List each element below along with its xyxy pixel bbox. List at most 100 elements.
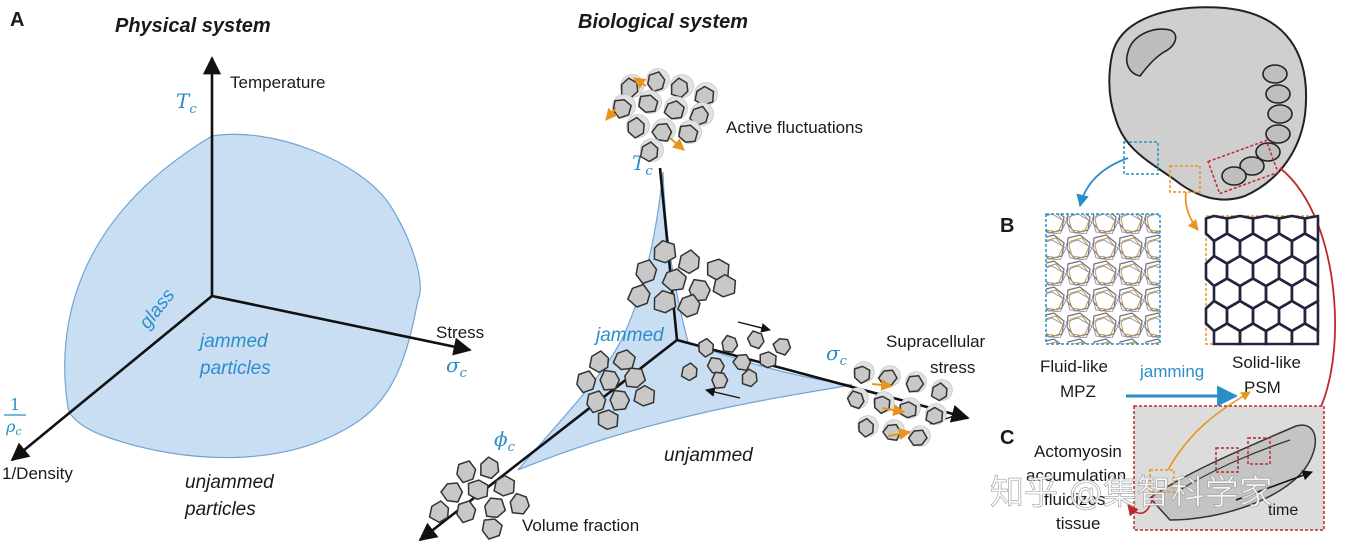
bio-jammed-label: jammed: [593, 325, 665, 346]
solid-like-mesh: [1204, 214, 1320, 346]
mpz-box: [1123, 141, 1159, 175]
flow-arrow-lower: [705, 387, 741, 399]
cell: [609, 389, 631, 411]
cell: [846, 390, 865, 410]
embryo-head: [1125, 28, 1177, 77]
unjammed-particles-line1: unjammed: [185, 472, 275, 493]
supracellular-line1: Supracellular: [886, 332, 986, 351]
cell: [759, 351, 777, 369]
fluctuation-arrows: [605, 77, 912, 440]
mpz-arrow: [1076, 157, 1129, 208]
bio-phi-label: ϕc: [494, 427, 516, 455]
cell: [633, 384, 656, 407]
actomyosin-line3: fluidizes: [1044, 490, 1105, 509]
fluid-like-mesh: [1045, 213, 1161, 345]
tc-label: Tc: [176, 89, 197, 117]
fluid-like-line2: MPZ: [1060, 382, 1096, 401]
solid-like-line2: PSM: [1244, 378, 1281, 397]
stress-label: Stress: [436, 323, 484, 342]
cell: [588, 350, 610, 374]
cell: [899, 401, 917, 419]
somite: [1221, 166, 1247, 186]
cell: [599, 369, 621, 391]
cell: [635, 259, 658, 285]
cell: [853, 365, 871, 385]
somite: [1262, 64, 1288, 84]
somite-arrow: [1279, 167, 1336, 429]
cell: [930, 382, 948, 402]
somite: [1239, 156, 1265, 176]
watermark: 知乎 @集智科学家: [990, 473, 1273, 513]
cell: [467, 479, 489, 501]
cell: [612, 349, 636, 371]
density-label: 1/Density: [2, 464, 73, 483]
cell: [663, 100, 685, 120]
cell: [858, 417, 875, 438]
cell: [711, 371, 729, 389]
cell-clusters: [428, 68, 953, 540]
cell: [440, 482, 464, 503]
cell: [597, 409, 619, 431]
cell: [480, 456, 500, 480]
cell: [586, 390, 607, 414]
cell: [746, 330, 765, 350]
temperature-label: Temperature: [230, 73, 325, 92]
flow-arrow-upper: [737, 321, 771, 333]
cell: [624, 367, 647, 389]
cell: [481, 518, 503, 540]
active-fluctuations-label: Active fluctuations: [726, 118, 863, 137]
volume-fraction-label: Volume fraction: [522, 516, 639, 535]
panel-label-c: C: [1000, 427, 1014, 449]
jamming-label: jamming: [1139, 362, 1204, 381]
embryo-panel: B Fluid-like MPZ Solid-like PSM jamming …: [1000, 6, 1336, 533]
rho-fraction: 1 ρc: [4, 395, 26, 438]
time-label: time: [1268, 502, 1298, 519]
jammed-region: [64, 133, 421, 459]
cell: [651, 123, 673, 142]
biological-system-panel: Biological system Tc σc ϕc Active fluctu…: [418, 11, 986, 542]
physical-title: Physical system: [115, 15, 271, 37]
density-axis: [10, 294, 213, 462]
cell: [509, 492, 530, 515]
cell: [576, 370, 597, 394]
svg-text:ρc: ρc: [5, 417, 22, 438]
cell: [493, 474, 516, 497]
bio-unjammed-label: unjammed: [664, 445, 754, 466]
stress-axis: [211, 294, 472, 356]
somite: [1265, 124, 1291, 144]
cell: [661, 268, 687, 292]
jammed-particles-line1: jammed: [197, 331, 269, 352]
somite: [1255, 142, 1281, 162]
cell: [612, 99, 632, 119]
cell: [428, 500, 450, 524]
actomyosin-line1: Actomyosin: [1034, 442, 1122, 461]
cell: [653, 239, 677, 264]
fluid-like-line1: Fluid-like: [1040, 357, 1108, 376]
somite: [1267, 104, 1293, 124]
cell: [653, 289, 677, 314]
cell: [712, 273, 737, 298]
cell: [882, 423, 902, 441]
bio-sigma-label: σc: [826, 341, 848, 369]
cell: [741, 368, 758, 388]
psm-box: [1169, 165, 1201, 193]
hex-cell: [1290, 321, 1320, 346]
svg-text:1: 1: [10, 395, 20, 414]
cell: [627, 283, 651, 308]
cell: [721, 334, 739, 353]
cell: [678, 124, 699, 143]
cell: [639, 141, 659, 163]
panel-label-a: A: [10, 9, 24, 31]
jammed-particles-line2: particles: [199, 358, 271, 379]
actomyosin-line2: accumulation: [1026, 466, 1126, 485]
psm-arrow: [1184, 191, 1199, 231]
cell: [677, 249, 700, 275]
panel-label-b: B: [1000, 215, 1014, 237]
tailbud-inset: [1127, 391, 1325, 531]
physical-system-panel: A Physical system Temperature Stress 1/D…: [2, 9, 484, 520]
cell: [680, 362, 698, 382]
sigma-label: σc: [446, 353, 468, 381]
cell: [925, 406, 944, 425]
cell: [638, 94, 659, 113]
